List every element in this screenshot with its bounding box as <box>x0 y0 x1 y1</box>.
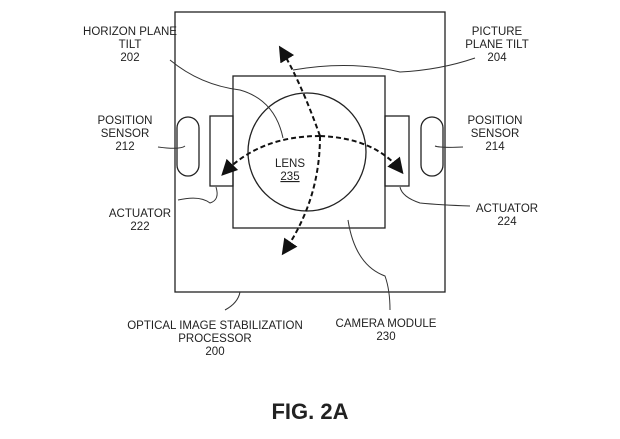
ref-235: 235 <box>280 171 299 183</box>
label-horizon-plane-tilt-2: TILT <box>119 39 142 51</box>
ref-224: 224 <box>497 216 517 228</box>
lens-circle <box>247 92 367 212</box>
actuator-right <box>384 115 410 187</box>
leader-214 <box>434 145 464 148</box>
ref-212: 212 <box>115 141 134 153</box>
actuator-left <box>209 115 234 187</box>
ref-230: 230 <box>376 331 395 343</box>
label-actuator-right: ACTUATOR <box>476 203 538 215</box>
picture-tilt-arrow-up <box>278 45 321 137</box>
ref-214: 214 <box>485 141 505 153</box>
ref-202: 202 <box>120 52 139 64</box>
label-picture-plane-tilt: PICTURE <box>472 26 523 38</box>
label-position-sensor-left: POSITION <box>98 115 153 127</box>
position-sensor-right <box>420 116 444 177</box>
leader-212 <box>157 145 186 149</box>
figure-label: FIG. 2A <box>271 399 348 424</box>
label-horizon-plane-tilt: HORIZON PLANE <box>83 26 177 38</box>
position-sensor-left <box>176 116 200 177</box>
label-camera-module: CAMERA MODULE <box>336 318 437 330</box>
label-ois-processor-2: PROCESSOR <box>178 333 252 345</box>
label-actuator-left: ACTUATOR <box>109 208 171 220</box>
label-position-sensor-right-2: SENSOR <box>471 128 520 140</box>
label-picture-plane-tilt-2: PLANE TILT <box>465 39 529 51</box>
ref-222: 222 <box>130 221 149 233</box>
leader-204 <box>292 57 476 73</box>
leader-230 <box>347 219 391 311</box>
label-position-sensor-right: POSITION <box>468 115 523 127</box>
leader-224 <box>399 186 471 207</box>
leader-202 <box>169 59 284 139</box>
label-position-sensor-left-2: SENSOR <box>101 128 150 140</box>
horizon-tilt-arrow-right <box>319 135 404 175</box>
ref-204: 204 <box>487 52 507 64</box>
camera-module-box <box>232 75 386 229</box>
label-ois-processor: OPTICAL IMAGE STABILIZATION <box>127 320 303 332</box>
label-lens: LENS <box>275 158 305 170</box>
leader-200 <box>224 291 241 311</box>
horizon-tilt-arrow-left <box>221 135 321 176</box>
ois-processor-box <box>174 11 446 293</box>
ref-200: 200 <box>205 346 224 358</box>
leader-222 <box>177 186 218 204</box>
picture-tilt-arrow-down <box>281 135 321 256</box>
